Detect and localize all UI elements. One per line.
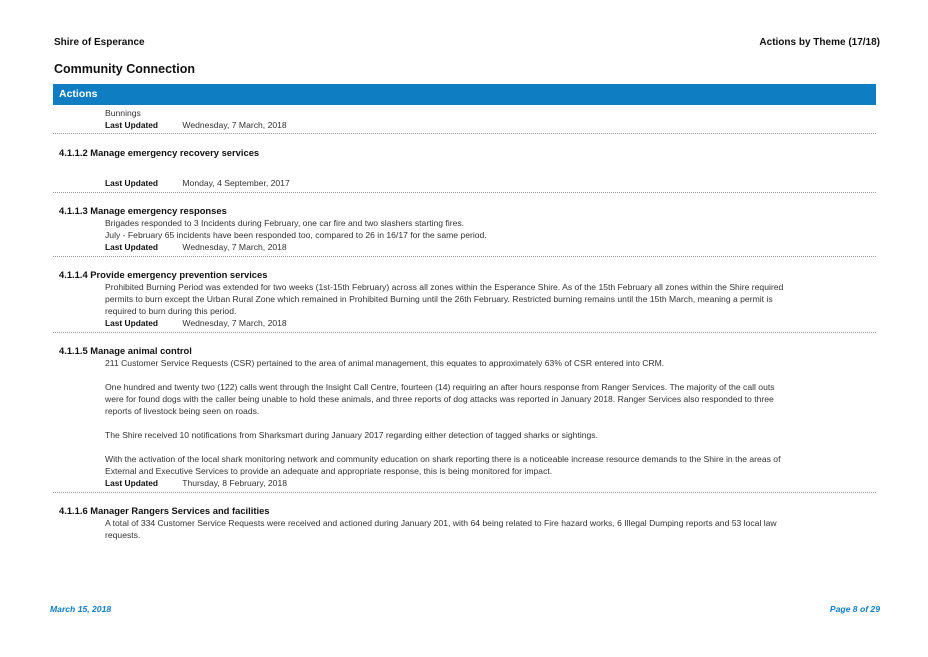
last-updated-value: Wednesday, 7 March, 2018 bbox=[182, 242, 287, 252]
action-item-text: With the activation of the local shark m… bbox=[105, 454, 781, 476]
last-updated-row: Last Updated Thursday, 8 February, 2018 bbox=[53, 477, 876, 489]
action-item-4-1-1-5: 4.1.1.5 Manage animal control 211 Custom… bbox=[53, 345, 876, 493]
last-updated-value: Wednesday, 7 March, 2018 bbox=[182, 318, 287, 328]
last-updated-value: Thursday, 8 February, 2018 bbox=[182, 478, 288, 488]
action-item-4-1-1-6: 4.1.1.6 Manager Rangers Services and fac… bbox=[53, 505, 876, 541]
last-updated-row: Last Updated Monday, 4 September, 2017 bbox=[53, 177, 876, 189]
divider bbox=[53, 492, 876, 493]
last-updated-label: Last Updated bbox=[105, 120, 159, 130]
action-item-title: 4.1.1.6 Manager Rangers Services and fac… bbox=[59, 505, 270, 516]
organisation-name: Shire of Esperance bbox=[54, 37, 145, 48]
last-updated-row: Last Updated Wednesday, 7 March, 2018 bbox=[53, 119, 876, 131]
last-updated-label: Last Updated bbox=[105, 178, 159, 188]
action-item-text: Brigades responded to 3 Incidents during… bbox=[105, 218, 465, 228]
divider bbox=[53, 192, 876, 193]
action-item-title: 4.1.1.3 Manage emergency responses bbox=[59, 205, 227, 216]
action-item-title: 4.1.1.2 Manage emergency recovery servic… bbox=[59, 147, 260, 158]
section-title: Community Connection bbox=[54, 62, 195, 76]
action-item-title: 4.1.1.4 Provide emergency prevention ser… bbox=[59, 269, 268, 280]
actions-header-bar: Actions bbox=[53, 84, 876, 105]
action-item-4-1-1-2: 4.1.1.2 Manage emergency recovery servic… bbox=[53, 147, 876, 193]
footer-page-number: Page 8 of 29 bbox=[829, 604, 880, 614]
action-item-text: Prohibited Burning Period was extended f… bbox=[105, 282, 784, 316]
last-updated-label: Last Updated bbox=[105, 478, 159, 488]
actions-list: Bunnings Last Updated Wednesday, 7 March… bbox=[53, 107, 876, 541]
last-updated-row: Last Updated Wednesday, 7 March, 2018 bbox=[53, 241, 876, 253]
footer-date: March 15, 2018 bbox=[50, 604, 112, 614]
report-title: Actions by Theme (17/18) bbox=[759, 37, 880, 48]
last-updated-row: Last Updated Wednesday, 7 March, 2018 bbox=[53, 317, 876, 329]
action-item-text: The Shire received 10 notifications from… bbox=[105, 430, 598, 440]
last-updated-label: Last Updated bbox=[105, 242, 159, 252]
action-item-4-1-1-3: 4.1.1.3 Manage emergency responses Briga… bbox=[53, 205, 876, 257]
action-item-text: July - February 65 incidents have been r… bbox=[105, 230, 487, 240]
action-item-4-1-1-4: 4.1.1.4 Provide emergency prevention ser… bbox=[53, 269, 876, 333]
divider bbox=[53, 256, 876, 257]
action-item-text: One hundred and twenty two (122) calls w… bbox=[105, 382, 775, 416]
action-item-text: A total of 334 Customer Service Requests… bbox=[105, 518, 777, 540]
intro-block: Bunnings Last Updated Wednesday, 7 March… bbox=[53, 107, 876, 134]
last-updated-label: Last Updated bbox=[105, 318, 159, 328]
action-item-title: 4.1.1.5 Manage animal control bbox=[59, 345, 192, 356]
action-item-text: 211 Customer Service Requests (CSR) pert… bbox=[105, 358, 665, 368]
last-updated-value: Wednesday, 7 March, 2018 bbox=[182, 120, 287, 130]
intro-text: Bunnings bbox=[105, 108, 141, 118]
divider bbox=[53, 332, 876, 333]
divider bbox=[53, 133, 876, 134]
last-updated-value: Monday, 4 September, 2017 bbox=[182, 178, 290, 188]
